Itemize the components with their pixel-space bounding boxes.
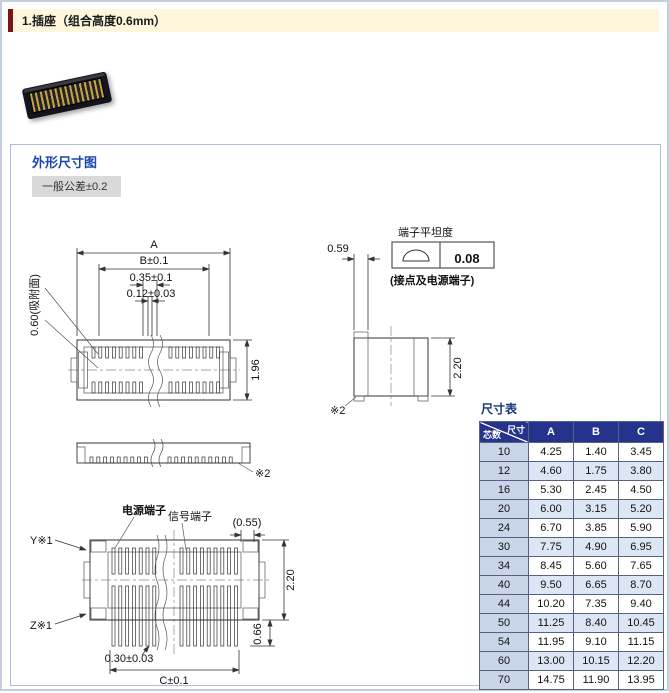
table-title: 尺寸表 (481, 402, 518, 416)
cell-dimension: 9.40 (618, 594, 664, 614)
page-header: 1.插座（组合高度0.6mm） (8, 9, 659, 32)
cell-pin-count: 60 (479, 651, 529, 671)
cell-dimension: 4.60 (528, 461, 574, 481)
cell-pin-count: 40 (479, 575, 529, 595)
cell-dimension: 5.60 (573, 556, 619, 576)
cell-dimension: 5.20 (618, 499, 664, 519)
cell-dimension: 3.15 (573, 499, 619, 519)
cell-dimension: 8.40 (573, 613, 619, 633)
column-header-c: C (618, 421, 664, 443)
column-header-a: A (528, 421, 574, 443)
table-header-row: 尺寸 芯数 A B C (479, 421, 664, 443)
cell-dimension: 9.50 (528, 575, 574, 595)
cell-dimension: 11.95 (528, 632, 574, 652)
cell-dimension: 11.25 (528, 613, 574, 633)
cell-pin-count: 70 (479, 670, 529, 690)
cell-dimension: 10.20 (528, 594, 574, 614)
cell-dimension: 2.45 (573, 480, 619, 500)
cell-dimension: 6.00 (528, 499, 574, 519)
cell-dimension: 4.90 (573, 537, 619, 557)
corner-top-label: 尺寸 (506, 425, 525, 435)
page-title: 1.插座（组合高度0.6mm） (22, 14, 167, 28)
cell-dimension: 1.75 (573, 461, 619, 481)
cell-dimension: 6.65 (573, 575, 619, 595)
cell-pin-count: 54 (479, 632, 529, 652)
cell-pin-count: 50 (479, 613, 529, 633)
cell-pin-count: 34 (479, 556, 529, 576)
cell-dimension: 1.40 (573, 442, 619, 462)
cell-pin-count: 16 (479, 480, 529, 500)
cell-dimension: 4.25 (528, 442, 574, 462)
tolerance-chip: 一般公差±0.2 (32, 176, 122, 197)
cell-dimension: 3.85 (573, 518, 619, 538)
cell-dimension: 13.00 (528, 651, 574, 671)
corner-bottom-label: 芯数 (483, 430, 502, 440)
cell-dimension: 9.10 (573, 632, 619, 652)
cell-pin-count: 20 (479, 499, 529, 519)
cell-dimension: 5.90 (618, 518, 664, 538)
cell-dimension: 6.70 (528, 518, 574, 538)
cell-dimension: 11.90 (573, 670, 619, 690)
cell-dimension: 11.15 (618, 632, 664, 652)
cell-pin-count: 44 (479, 594, 529, 614)
cell-pin-count: 30 (479, 537, 529, 557)
cell-dimension: 13.95 (618, 670, 664, 690)
cell-dimension: 3.45 (618, 442, 664, 462)
cell-dimension: 6.95 (618, 537, 664, 557)
cell-pin-count: 10 (479, 442, 529, 462)
cell-dimension: 10.45 (618, 613, 664, 633)
product-photo (12, 52, 120, 140)
cell-dimension: 5.30 (528, 480, 574, 500)
cell-dimension: 8.45 (528, 556, 574, 576)
cell-dimension: 12.20 (618, 651, 664, 671)
cell-dimension: 7.75 (528, 537, 574, 557)
cell-dimension: 3.80 (618, 461, 664, 481)
cell-dimension: 4.50 (618, 480, 664, 500)
cell-dimension: 8.70 (618, 575, 664, 595)
connector-body (21, 71, 113, 120)
cell-dimension: 7.35 (573, 594, 619, 614)
cell-dimension: 7.65 (618, 556, 664, 576)
cell-dimension: 10.15 (573, 651, 619, 671)
cell-dimension: 14.75 (528, 670, 574, 690)
section-title: 外形尺寸图 (32, 155, 98, 170)
corner-header: 尺寸 芯数 (479, 421, 529, 443)
cell-pin-count: 12 (479, 461, 529, 481)
cell-pin-count: 24 (479, 518, 529, 538)
column-header-b: B (573, 421, 619, 443)
